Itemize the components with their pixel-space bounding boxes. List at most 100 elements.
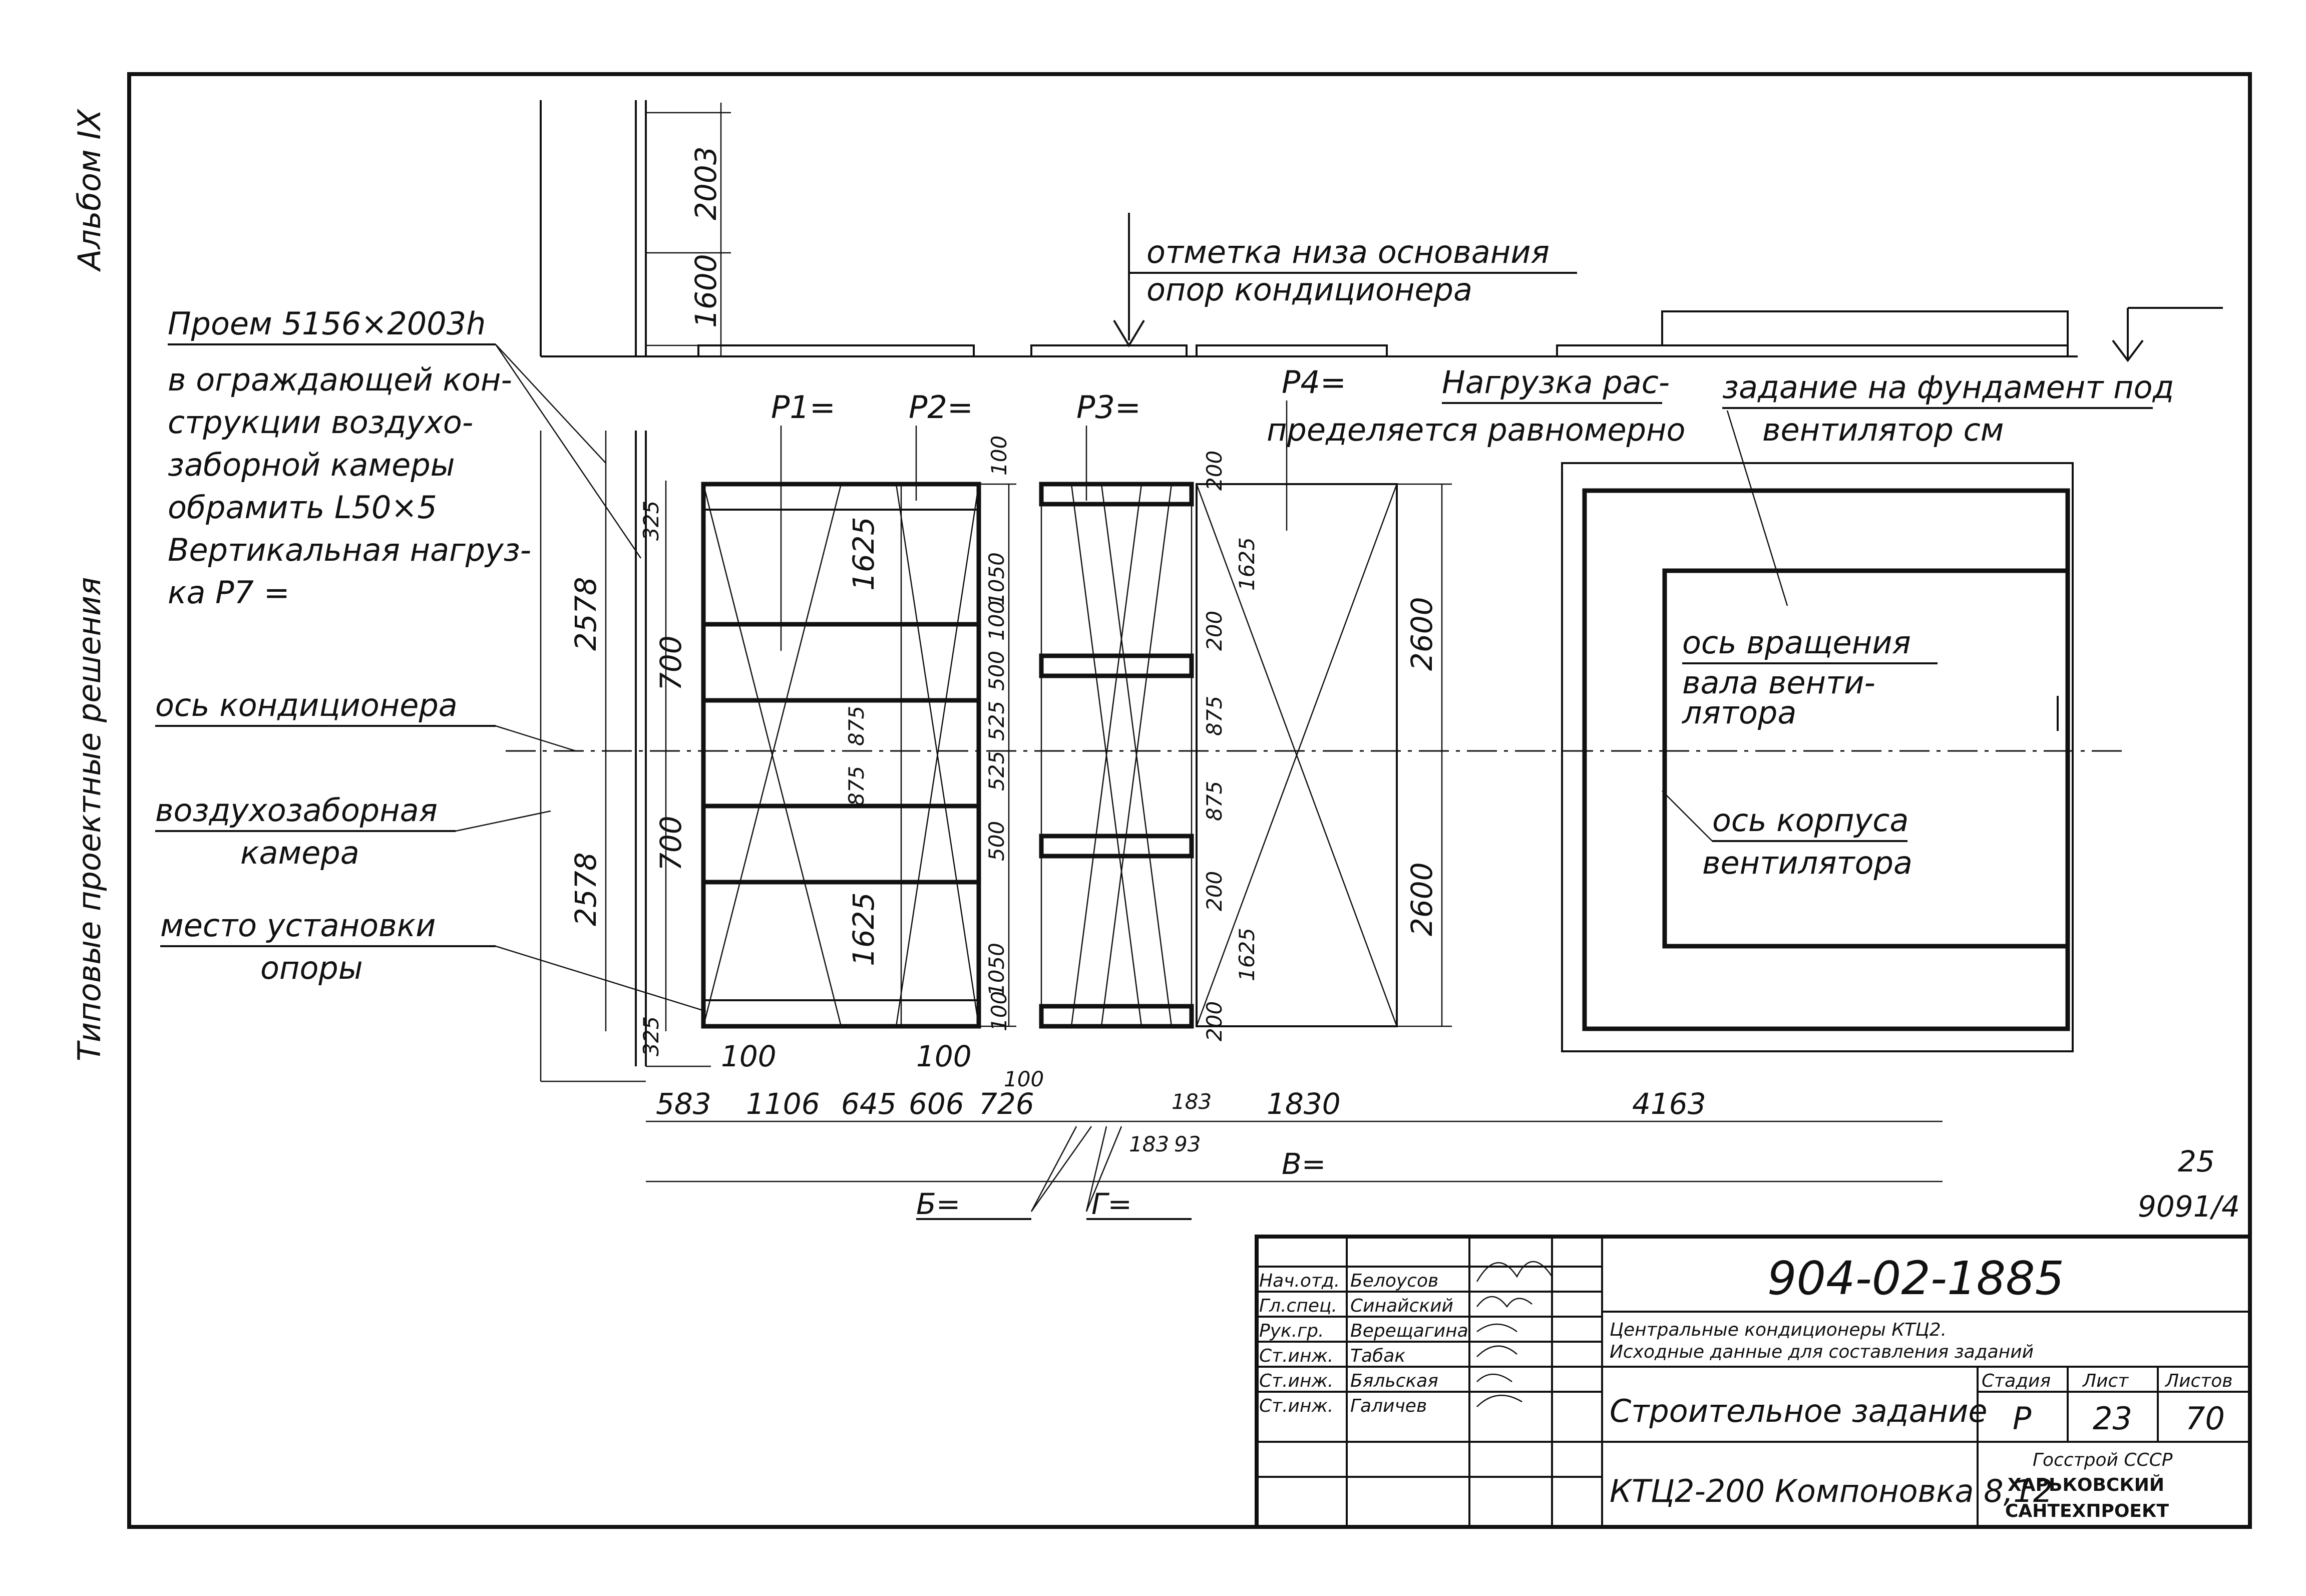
dim-G: Г= [1091,1187,1132,1221]
tb-role-2: Рук.гр. [1259,1321,1324,1341]
tb-role-1: Гл.спец. [1259,1296,1337,1316]
dim-875-a: 875 [844,706,869,746]
dim-606: 606 [909,1087,964,1121]
dim-100-left: 100 [721,1039,777,1073]
tb-org-2: ХАРЬКОВСКИЙ [2008,1474,2164,1495]
dim-325-top: 325 [639,501,663,541]
tb-org-3: САНТЕХПРОЕКТ [2005,1501,2169,1521]
fan-foundation: задание на фундамент под вентилятор см о… [1561,369,2174,1052]
load-p2: P2= [909,389,973,426]
opening-note: Проем 5156×2003h [168,305,486,342]
dim-2003: 2003 [689,146,723,220]
tb-role-5: Ст.инж. [1259,1396,1333,1416]
tb-stage: Р [2013,1400,2032,1437]
body-axis-note-1: ось корпуса [1712,802,1908,839]
enclosure-note-4: обрамить L50×5 [168,489,437,526]
enclosure-note-1: в ограждающей кон- [168,361,512,398]
elevation-note-2: опор кондиционера [1146,271,1472,308]
dim-200-b: 200 [1202,611,1227,651]
album-label: Альбом IX [71,108,108,272]
dim-875-b: 875 [844,766,869,806]
conditioner-axis-note: ось кондиционера [155,687,458,723]
foundation-note-2: вентилятор см [1762,412,2004,448]
body-axis-note-2: вентилятора [1702,845,1912,881]
series-label: Типовые проектные решения [71,577,108,1061]
tb-name-1: Синайский [1350,1296,1453,1316]
dim-183: 183 [1129,1132,1169,1156]
dim-1830: 1830 [1267,1087,1341,1121]
dim-700-top: 700 [654,635,688,691]
tb-name-3: Табак [1350,1346,1405,1366]
dim-100-right: 100 [1004,1067,1044,1091]
dim-726: 726 [979,1087,1034,1121]
tb-sheets: 70 [2185,1400,2225,1437]
load-p1: P1= [771,389,836,426]
dim-2600-bottom: 2600 [1405,862,1439,936]
support-place-note-1: место установки [160,907,436,944]
dim-525-b: 525 [984,751,1009,791]
elevation-note-1: отметка низа основания [1146,234,1550,270]
tb-task: Строительное задание [1610,1393,1988,1429]
sheet-ref-code: 9091/4 [2138,1189,2240,1224]
dim-1050-a: 1050 [984,552,1009,606]
tb-org-1: Госстрой СССР [2033,1450,2173,1470]
sheet-ref-num: 25 [2178,1144,2215,1178]
foundation-note-1: задание на фундамент под [1722,369,2174,406]
dim-200-c: 200 [1202,871,1227,911]
dim-1625-b: 1625 [847,892,881,966]
rotation-axis-note-1: ось вращения [1682,624,1911,661]
signature-marks [1476,1261,1553,1407]
tb-stage-header: Стадия [1982,1371,2051,1391]
dim-100-c: 100 [987,991,1011,1031]
dim-B: В= [1282,1147,1326,1181]
dim-183-top: 183 [1172,1089,1212,1114]
dim-100-b: 100 [984,601,1009,641]
enclosure-note-5: Вертикальная нагруз- [168,532,531,568]
dim-500-b: 500 [984,821,1009,861]
dim-4163: 4163 [1632,1087,1706,1121]
tb-desc-1: Центральные кондиционеры КТЦ2. [1610,1320,1947,1340]
rotation-axis-note-2: вала венти- [1682,664,1875,701]
dim-700-bottom: 700 [654,816,688,871]
dim-325-bottom: 325 [639,1016,663,1056]
tb-role-3: Ст.инж. [1259,1346,1333,1366]
dim-1625-a: 1625 [847,517,881,591]
sheet-frame [127,72,2252,1529]
dim-500-a: 500 [984,651,1009,691]
tb-name-5: Галичев [1350,1396,1427,1416]
dim-1050-b: 1050 [984,943,1009,996]
dim-1625-d: 1625 [1235,928,1259,981]
tb-sheet-header: Лист [2082,1371,2129,1391]
intake-chamber-note-2: камера [240,835,359,871]
load-p4-note-1: Нагрузка рас- [1442,364,1670,401]
rotation-axis-note-3: лятора [1682,694,1796,731]
intake-chamber-note-1: воздухозаборная [155,792,438,829]
dim-Bsym: Б= [916,1187,960,1221]
tb-sheets-header: Листов [2164,1371,2232,1391]
dim-875-c: 875 [1202,696,1227,736]
load-p4-note-2: пределяется равномерно [1267,412,1685,448]
dim-200-d: 200 [1202,1001,1227,1041]
enclosure-note-2: струкции воздухо- [168,404,473,441]
title-block: Нач.отд. Белоусов Гл.спец. Синайский Рук… [1255,1235,2252,1529]
dim-2600-top: 2600 [1405,597,1439,671]
load-p4: P4= [1282,364,1346,401]
dim-645: 645 [841,1087,897,1121]
dim-2578-bottom: 2578 [569,852,603,926]
tb-layout: КТЦ2-200 Компоновка 8,12 [1610,1473,2053,1509]
dim-525-a: 525 [984,701,1009,741]
dim-100-a: 100 [987,436,1011,476]
dim-1600: 1600 [689,254,723,328]
dim-583: 583 [656,1087,711,1121]
dim-875-d: 875 [1202,781,1227,821]
dim-93: 93 [1174,1132,1201,1156]
support-place-note-2: опоры [260,950,363,986]
tb-name-4: Бяльская [1350,1371,1438,1391]
tb-code: 904-02-1885 [1767,1252,2064,1305]
dim-2578-top: 2578 [569,577,603,651]
tb-role-0: Нач.отд. [1259,1271,1340,1291]
left-notes: Проем 5156×2003h в ограждающей кон- стру… [155,305,706,1012]
load-p3: P3= [1076,389,1141,426]
dim-1106: 1106 [746,1087,820,1121]
